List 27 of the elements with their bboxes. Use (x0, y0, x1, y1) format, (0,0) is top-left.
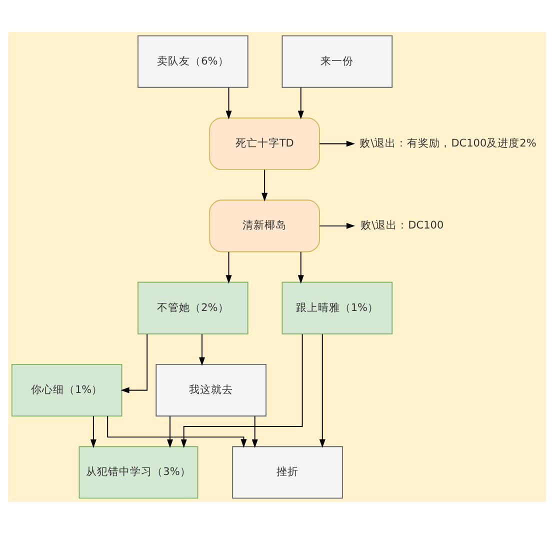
arrow (199, 333, 206, 366)
arrow (120, 333, 148, 393)
node-box: 跟上晴雅（1%） (282, 281, 393, 334)
arrow (226, 250, 232, 284)
node-box: 清新椰岛 (209, 199, 320, 252)
node-text: 败\退出：DC100 (360, 219, 444, 232)
node-box: 我这就去 (156, 363, 266, 416)
node-box: 来一份 (282, 34, 393, 88)
node-box: 不管她（2%） (138, 281, 248, 334)
node-box: 你心细（1%） (11, 363, 122, 416)
node-box: 挫折 (232, 446, 343, 498)
arrow (298, 86, 304, 119)
node-box: 卖队友（6%） (138, 34, 248, 88)
node-box: 死亡十字TD (209, 117, 320, 170)
arrow (262, 168, 268, 202)
arrow (252, 415, 258, 448)
arrow (319, 333, 326, 448)
arrow (107, 415, 247, 448)
arrow (167, 415, 174, 448)
node-text: 败\退出：有奖励，DC100及进度2% (360, 136, 536, 149)
arrow (298, 250, 304, 284)
arrow (90, 415, 96, 448)
arrow (180, 333, 303, 448)
arrow (319, 140, 356, 146)
arrow (319, 222, 356, 228)
arrow (226, 86, 232, 119)
node-box: 从犯错中学习（3%） (78, 446, 198, 498)
